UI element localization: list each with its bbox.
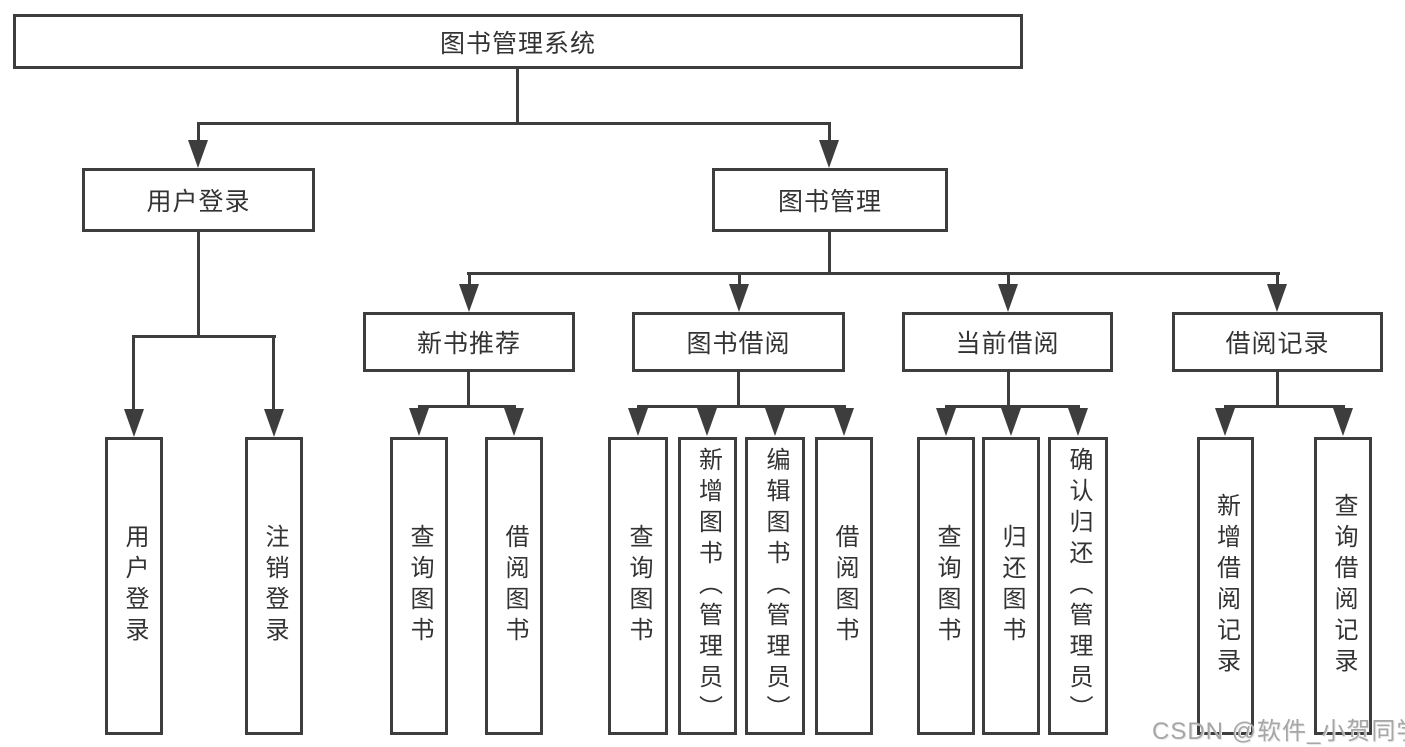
node-borrowing-records: 借阅记录: [1172, 312, 1383, 372]
connector-root-drop-right: [828, 122, 831, 144]
arrow-down-icon: [819, 140, 839, 168]
connector-user-login-hbar: [132, 335, 276, 338]
leaf-add-borrow-record: 新增借阅记录: [1197, 437, 1254, 735]
node-root-label: 图书管理系统: [439, 29, 596, 58]
arrow-down-icon: [1333, 408, 1353, 436]
arrow-down-icon: [834, 408, 854, 436]
connector-root-drop-left: [197, 122, 200, 144]
node-book-management-label: 图书管理: [777, 188, 882, 216]
arrow-down-icon: [1068, 408, 1088, 436]
node-book-management: 图书管理: [712, 168, 948, 232]
leaf-query-books-current-label: 查询图书: [933, 524, 960, 648]
leaf-confirm-return-admin-label: 确认归还（管理员）: [1065, 446, 1092, 726]
arrow-down-icon: [264, 409, 284, 437]
arrow-down-icon: [998, 284, 1018, 312]
leaf-add-books-admin-label: 新增图书（管理员）: [694, 446, 722, 726]
connector-recommend-stem: [467, 372, 470, 405]
leaf-logout: 注销登录: [245, 437, 303, 735]
connector-records-stem: [1276, 372, 1279, 405]
arrow-down-icon: [697, 408, 717, 436]
connector-root-hbar: [197, 122, 831, 125]
node-book-borrowing-label: 图书借阅: [686, 330, 791, 358]
arrow-down-icon: [124, 409, 144, 437]
node-current-borrowing-label: 当前借阅: [955, 330, 1060, 358]
leaf-confirm-return-admin: 确认归还（管理员）: [1048, 437, 1108, 735]
arrow-down-icon: [409, 408, 429, 436]
leaf-query-books-borrow-label: 查询图书: [625, 524, 652, 648]
leaf-query-books-recommend-label: 查询图书: [406, 524, 433, 648]
arrow-down-icon: [504, 408, 524, 436]
leaf-borrow-books: 借阅图书: [815, 437, 873, 735]
arrow-down-icon: [1267, 284, 1287, 312]
connector-root-stem: [516, 69, 519, 122]
connector-book-mgmt-drop-4: [1276, 272, 1279, 288]
leaf-add-books-admin: 新增图书（管理员）: [678, 437, 737, 735]
connector-borrowing-hbar: [637, 405, 846, 408]
leaf-query-books-recommend: 查询图书: [390, 437, 448, 735]
node-user-login: 用户登录: [82, 168, 315, 232]
arrow-down-icon: [936, 408, 956, 436]
arrow-down-icon: [459, 284, 479, 312]
node-borrowing-records-label: 借阅记录: [1225, 330, 1330, 358]
csdn-watermark: CSDN @软件_小贺同学: [1152, 718, 1405, 745]
leaf-user-login-label: 用户登录: [121, 524, 148, 648]
node-new-book-recommend: 新书推荐: [363, 312, 575, 372]
connector-user-login-drop-left: [132, 335, 135, 411]
node-book-borrowing: 图书借阅: [632, 312, 845, 372]
arrow-down-icon: [188, 140, 208, 168]
leaf-edit-books-admin-label: 编辑图书（管理员）: [762, 446, 789, 726]
leaf-query-borrow-record-label: 查询借阅记录: [1330, 493, 1357, 679]
leaf-query-books-borrow: 查询图书: [608, 437, 668, 735]
node-root-library-system: 图书管理系统: [13, 14, 1023, 69]
connector-current-hbar: [945, 405, 1080, 408]
node-user-login-label: 用户登录: [146, 188, 251, 216]
arrow-down-icon: [628, 408, 648, 436]
leaf-borrow-books-label: 借阅图书: [831, 524, 858, 648]
connector-user-login-stem: [197, 232, 200, 335]
leaf-query-books-current: 查询图书: [917, 437, 975, 735]
leaf-query-borrow-record: 查询借阅记录: [1314, 437, 1372, 735]
connector-book-mgmt-drop-2: [738, 272, 741, 288]
connector-user-login-drop-right: [272, 335, 275, 411]
leaf-add-borrow-record-label: 新增借阅记录: [1212, 493, 1240, 679]
leaf-user-login: 用户登录: [105, 437, 163, 735]
connector-book-mgmt-drop-3: [1007, 272, 1010, 288]
node-current-borrowing: 当前借阅: [902, 312, 1113, 372]
connector-recommend-hbar: [418, 405, 516, 408]
arrow-down-icon: [1215, 408, 1235, 436]
connector-book-mgmt-hbar: [467, 272, 1280, 275]
leaf-logout-label: 注销登录: [261, 524, 288, 648]
connector-book-mgmt-drop-1: [468, 272, 471, 288]
arrow-down-icon: [1001, 408, 1021, 436]
node-new-book-recommend-label: 新书推荐: [416, 330, 521, 358]
connector-records-hbar: [1224, 405, 1345, 408]
leaf-edit-books-admin: 编辑图书（管理员）: [745, 437, 805, 735]
leaf-return-books-label: 归还图书: [998, 524, 1025, 648]
connector-current-stem: [1007, 372, 1010, 405]
arrow-down-icon: [765, 408, 785, 436]
leaf-borrow-books-recommend: 借阅图书: [485, 437, 543, 735]
arrow-down-icon: [729, 284, 749, 312]
leaf-borrow-books-recommend-label: 借阅图书: [501, 524, 528, 648]
connector-borrowing-stem: [737, 372, 740, 405]
leaf-return-books: 归还图书: [982, 437, 1040, 735]
connector-book-mgmt-stem: [828, 232, 831, 272]
